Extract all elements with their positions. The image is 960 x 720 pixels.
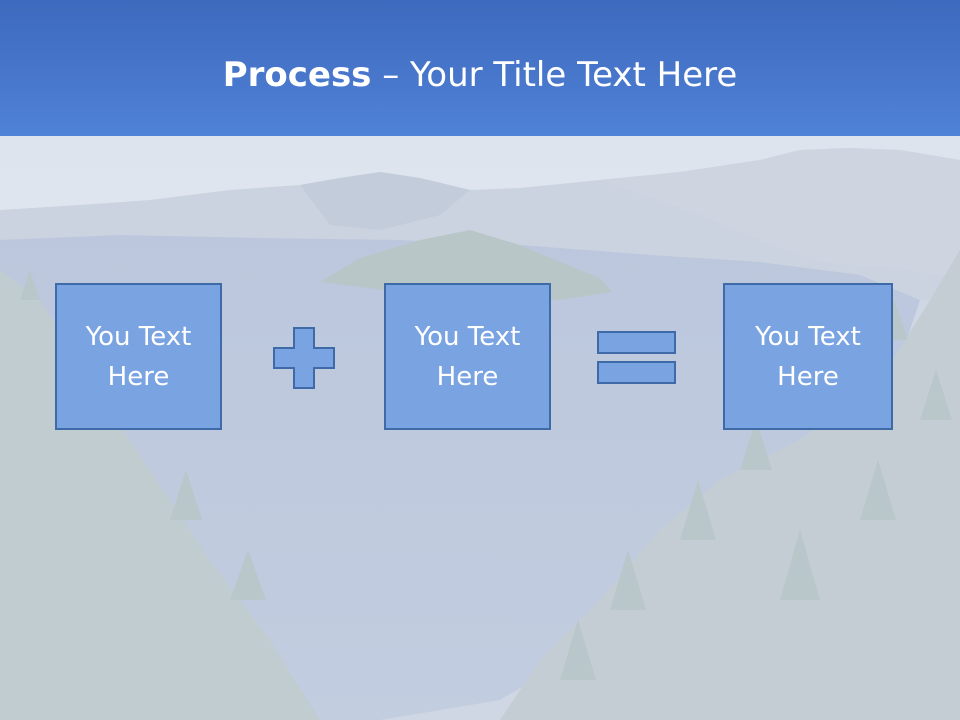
process-box-3[interactable]: You Text Here <box>723 283 893 430</box>
title-bold-text: Process <box>222 55 372 95</box>
plus-icon <box>273 327 335 389</box>
title-bar: Process – Your Title Text Here <box>0 0 960 136</box>
slide-title: Process – Your Title Text Here <box>0 52 960 98</box>
process-box-2[interactable]: You Text Here <box>384 283 551 430</box>
process-box-1[interactable]: You Text Here <box>55 283 222 430</box>
equals-icon <box>597 331 676 384</box>
title-rest-text: – Your Title Text Here <box>371 55 738 95</box>
